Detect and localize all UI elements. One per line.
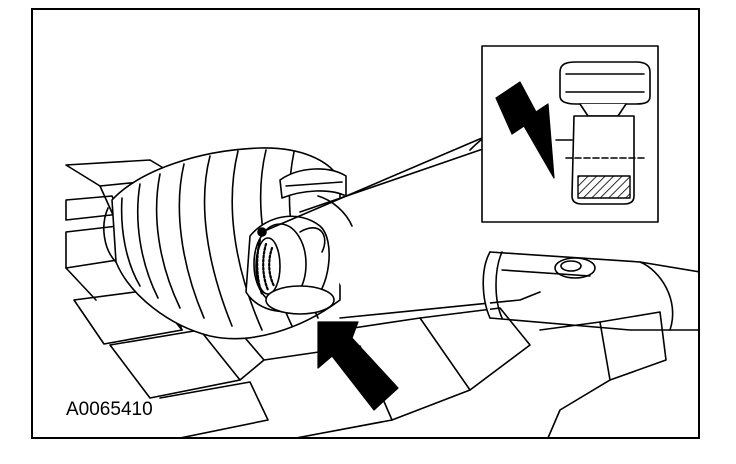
detail-arrow-icon: [495, 81, 555, 179]
joint-housing: [245, 195, 353, 315]
detail-inset: [481, 45, 659, 223]
callout-arrow-icon: [317, 321, 399, 411]
leader-line: [261, 137, 483, 233]
vehicle-structure: [65, 159, 667, 438]
figure-code: A0065410: [66, 399, 153, 420]
